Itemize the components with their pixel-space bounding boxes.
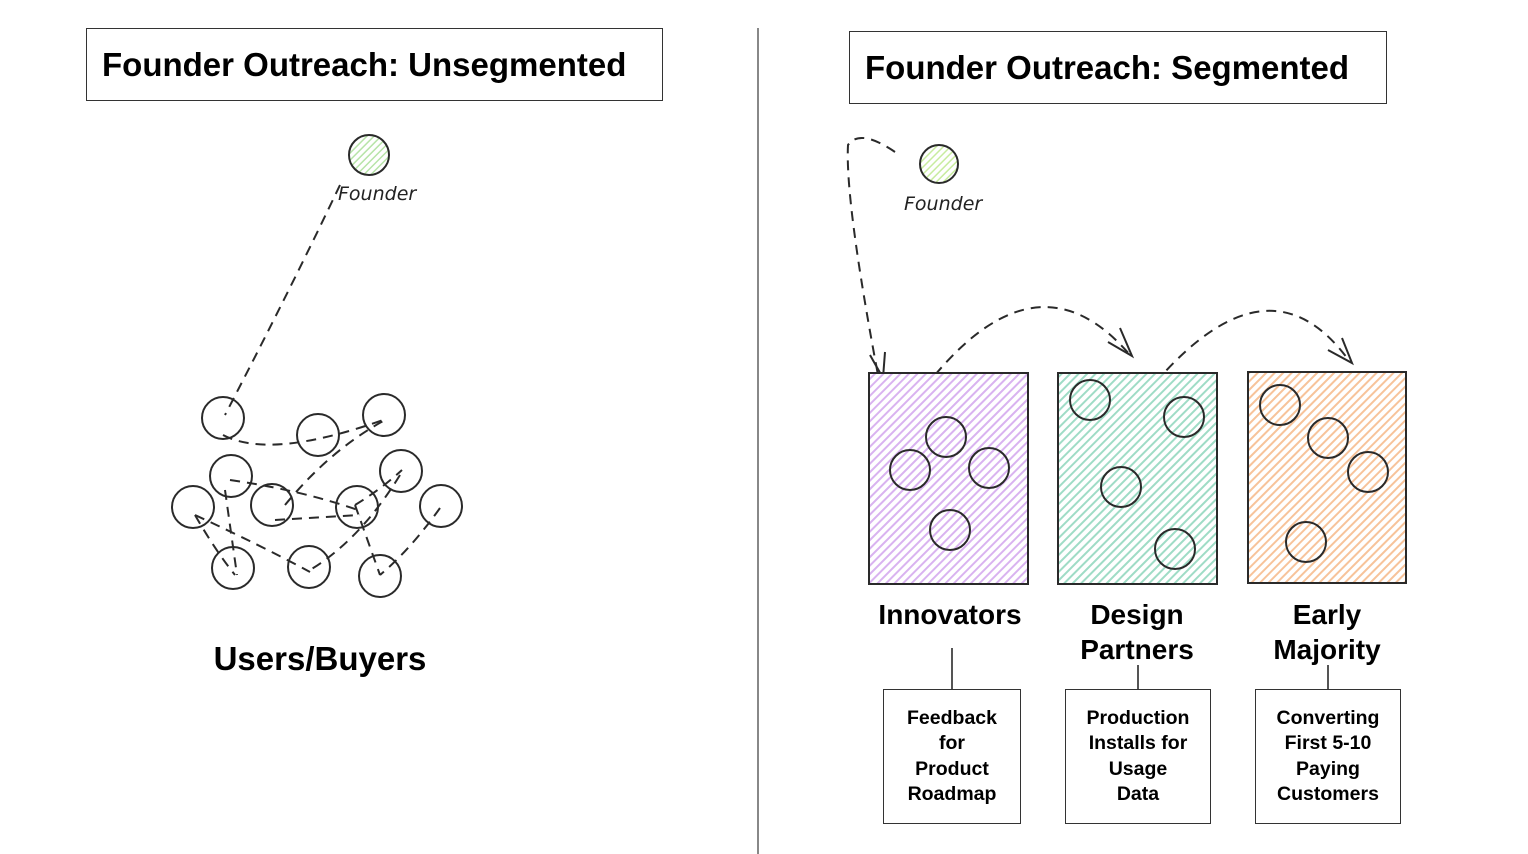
network-links [194,419,441,576]
outreach-path-left [224,184,341,416]
segment-box-innovators [868,372,1029,585]
network-link [229,479,359,511]
connector-design-partners [1137,665,1139,689]
segment-label-line: Design [1090,599,1184,630]
title-unsegmented: Founder Outreach: Unsegmented [86,28,663,101]
user-node [379,449,423,493]
segment-node [1100,466,1142,508]
segment-node [968,447,1010,489]
network-link [309,474,401,571]
segment-node [1154,528,1196,570]
arrowhead-icon [1327,337,1354,366]
segment-node [1285,521,1327,563]
user-nodes [171,393,463,598]
arrow-founder-to-innovators [846,137,896,376]
description-line: Roadmap [907,783,997,805]
description-line: Customers [1277,783,1379,805]
segment-node [1259,384,1301,426]
segment-label-design-partners: Design Partners [1047,597,1227,667]
description-early-majority: Converting First 5-10 Paying Customers [1255,689,1401,824]
description-line: for [939,732,965,754]
segment-label-line: Majority [1273,634,1381,665]
segment-node [889,449,931,491]
network-link [354,504,381,576]
founder-label-left: Founder [338,183,417,205]
description-innovators: Feedback for Product Roadmap [883,689,1021,824]
founder-node-left [348,134,390,176]
segment-node [925,416,967,458]
user-node [287,545,331,589]
description-line: Converting [1276,706,1380,729]
network-link [354,469,403,506]
description-line: Usage [1108,757,1168,780]
user-node [211,546,255,590]
segment-boxes [868,371,1407,585]
segment-label-early-majority: Early Majority [1237,597,1417,667]
network-link [284,419,386,506]
network-link [379,507,441,576]
segment-node [929,509,971,551]
user-node [201,396,245,440]
user-node [296,413,340,457]
segment-label-line: Innovators [878,599,1022,630]
segment-label-line: Early [1292,599,1362,630]
description-design-partners: Production Installs for Usage Data [1065,689,1211,824]
users-buyers-label: Users/Buyers [213,640,427,677]
founder-label-right: Founder [904,193,983,215]
segment-node [1069,379,1111,421]
panel-divider [757,28,759,854]
description-line: Feedback [907,706,997,729]
user-node [362,393,406,437]
network-link [274,514,361,521]
user-node [358,554,402,598]
user-node [419,484,463,528]
description-line: Product [915,757,989,780]
arrow-innovators-to-design-partners [934,306,1131,376]
segment-label-innovators: Innovators [860,597,1040,632]
network-link [222,419,384,446]
description-line: Installs for [1088,732,1188,754]
segment-box-early-majority [1247,371,1407,584]
segment-label-line: Partners [1080,634,1194,665]
network-link [194,514,236,576]
user-node [335,485,379,529]
segment-arrows [846,137,1351,384]
founder-node-right [919,144,959,184]
network-link [224,489,238,576]
connector-innovators [951,648,953,689]
arrow-design-partners-to-early-majority [1154,309,1351,384]
user-node [250,483,294,527]
description-line: First 5-10 [1284,732,1372,754]
description-line: Data [1116,783,1160,805]
connector-early-majority [1327,665,1329,689]
user-node [209,454,253,498]
segment-node [1307,417,1349,459]
title-segmented: Founder Outreach: Segmented [849,31,1387,104]
arrowhead-icon [1107,327,1135,359]
segment-node [1163,396,1205,438]
segment-box-design-partners [1057,372,1218,585]
segment-node [1347,451,1389,493]
description-line: Paying [1296,757,1360,780]
description-line: Production [1086,706,1190,729]
user-node [171,485,215,529]
